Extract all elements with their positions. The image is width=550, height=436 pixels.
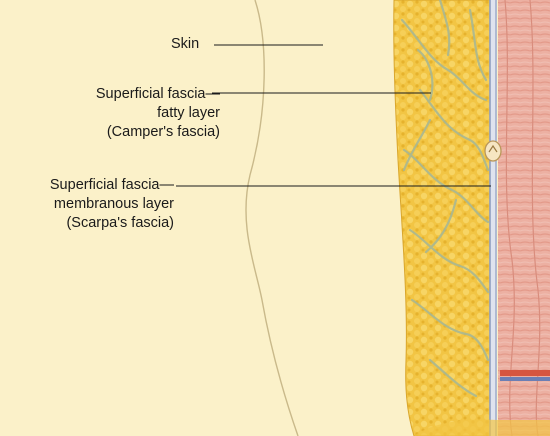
fatty-layer	[393, 0, 493, 436]
skin-label-text: Skin	[171, 36, 200, 52]
cutaneous-vessel	[484, 140, 502, 162]
fatty-layer-label: Superficial fascia— fatty layer (Camper'…	[96, 85, 220, 142]
membranous-label-line-2: membranous layer	[53, 196, 174, 212]
fatty-label-line-1: Superficial fascia—	[95, 86, 220, 102]
deep-layer-blue	[500, 377, 550, 381]
deep-layer-red	[500, 370, 550, 376]
membranous-label-line-1: Superficial fascia—	[49, 177, 174, 193]
membranous-layer-label: Superficial fascia— membranous layer (Sc…	[50, 176, 174, 233]
membranous-layer	[490, 0, 497, 436]
fatty-label-line-2: fatty layer	[157, 105, 220, 121]
membranous-label-line-3: (Scarpa's fascia)	[66, 215, 174, 231]
body-contour	[245, 0, 299, 436]
vessel-network	[400, 0, 490, 398]
skin-label: Skin	[171, 35, 199, 54]
fatty-label-line-3: (Camper's fascia)	[106, 124, 220, 140]
